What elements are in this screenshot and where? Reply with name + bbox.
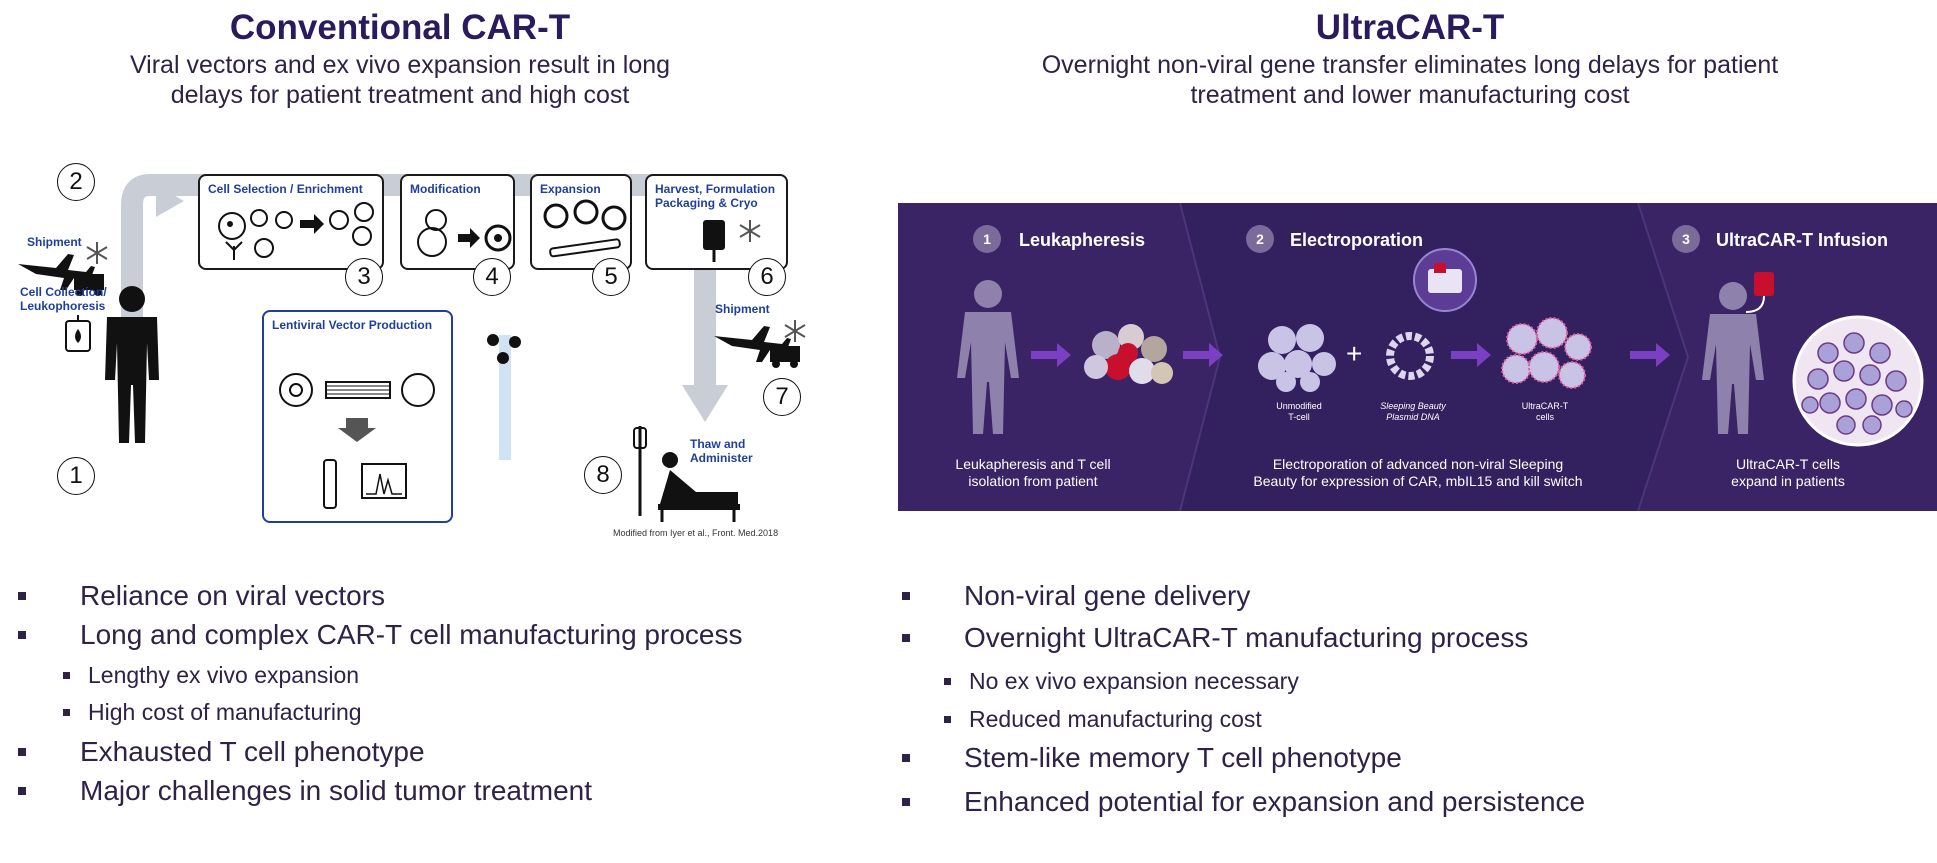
blood-bag-icon: [65, 315, 91, 352]
plus-sign: +: [1346, 338, 1363, 369]
arrow-icon-1: [1031, 343, 1071, 367]
bag-snowflake-icons: [703, 220, 761, 262]
bullet-marker: [63, 709, 70, 716]
arrow-icon-2: [1183, 343, 1223, 367]
ultracar-subtitle-line1: Overnight non-viral gene transfer elimin…: [1041, 51, 1779, 79]
ultracar-cells-icon: [1501, 317, 1592, 389]
cell-collection-label: Cell Collection/ Leukophoresis: [20, 285, 107, 313]
cell-selection-label: Cell Selection / Enrichment: [208, 182, 363, 196]
lentiviral-icons: [279, 373, 435, 509]
snowflake-icon-2: [784, 320, 806, 342]
lentiviral-box: Lentiviral Vector Production: [262, 310, 453, 523]
banner-step-number-1: 1: [973, 225, 1001, 253]
modification-icons: [417, 209, 512, 257]
bullet-marker: [63, 672, 70, 679]
step-number-8: 8: [584, 456, 622, 494]
snowflake-icon: [86, 242, 108, 264]
patient-silhouette-icon: [957, 280, 1019, 434]
bullet-marker: [18, 592, 26, 600]
expanded-cells-magnifier-icon: [1792, 315, 1924, 447]
arrow-icon-4: [1630, 343, 1670, 367]
cell-selection-box: Cell Selection / Enrichment: [198, 174, 384, 270]
shipment-label-2: Shipment: [715, 302, 770, 316]
expansion-label: Expansion: [540, 182, 601, 196]
step-number-2: 2: [57, 163, 95, 201]
plane-truck-icon: [18, 254, 104, 296]
bullet-marker: [944, 678, 951, 685]
banner-step-title-1: Leukapheresis: [1019, 230, 1146, 250]
step-number-4: 4: [473, 258, 511, 296]
bullet-marker: [18, 631, 26, 639]
blood-cells-cluster-icon: [1084, 324, 1173, 384]
step-number-1: 1: [57, 457, 95, 495]
shipment-label-1: Shipment: [27, 235, 82, 249]
banner-step-caption-1: Leukapheresis and T cell isolation from …: [955, 456, 1111, 489]
plasmid-dna-icon: [1386, 332, 1434, 380]
plasmid-dna-label: Sleeping Beauty Plasmid DNA: [1380, 401, 1446, 422]
electroporator-icon: [1413, 248, 1477, 312]
step-number-7: 7: [763, 378, 801, 416]
step-number-3: 3: [345, 258, 383, 296]
bullet-marker: [902, 798, 910, 806]
unmodified-tcells-icon: [1258, 324, 1336, 392]
thaw-administer-label: Thaw and Administer: [690, 437, 753, 465]
bullet-marker: [902, 592, 910, 600]
bullet-marker: [944, 716, 951, 723]
banner-step-number-2: 2: [1246, 225, 1274, 253]
bullet-marker: [18, 787, 26, 795]
arrow-icon-3: [1451, 343, 1491, 367]
ultracar-bullets: Non-viral gene delivery Overnight UltraC…: [902, 580, 1922, 830]
ultracar-title: UltraCAR-T: [1315, 8, 1505, 47]
harvest-box: Harvest, Formulation Packaging & Cryo: [645, 174, 788, 270]
expansion-box: Expansion: [530, 174, 632, 270]
banner-step-caption-3: UltraCAR-T cells expand in patients: [1731, 456, 1845, 489]
ultracar-cells-label: UltraCAR-T cells: [1521, 401, 1569, 422]
conventional-bullets: Reliance on viral vectors Long and compl…: [18, 580, 878, 820]
harvest-label: Harvest, Formulation Packaging & Cryo: [655, 182, 776, 210]
source-credit: Modified from Iyer et al., Front. Med.20…: [613, 528, 779, 538]
modification-label: Modification: [410, 182, 481, 196]
step-number-6: 6: [748, 258, 786, 296]
banner-step-title-2: Electroporation: [1290, 230, 1424, 250]
bullet-marker: [902, 634, 910, 642]
conventional-subtitle-line2: delays for patient treatment and high co…: [170, 81, 630, 109]
virus-particles-icon: [487, 334, 521, 364]
modification-box: Modification: [400, 174, 515, 270]
conventional-subtitle-line1: Viral vectors and ex vivo expansion resu…: [129, 51, 671, 79]
patient-icon: [105, 286, 159, 443]
conventional-title: Conventional CAR-T: [229, 8, 571, 47]
bullet-marker: [18, 748, 26, 756]
bullet-marker: [902, 754, 910, 762]
ultracar-subtitle-line2: treatment and lower manufacturing cost: [1190, 81, 1630, 109]
conventional-process-diagram: Shipment Cell Collection/ Leukophoresis …: [0, 160, 830, 550]
banner-step-caption-2: Electroporation of advanced non-viral Sl…: [1253, 456, 1583, 489]
step-number-5: 5: [592, 258, 630, 296]
lentiviral-label: Lentiviral Vector Production: [272, 318, 433, 332]
patient-bed-icon: [633, 426, 740, 522]
patient-infusion-icon: [1702, 272, 1774, 434]
expansion-icons: [543, 199, 627, 258]
banner-step-title-3: UltraCAR-T Infusion: [1716, 230, 1888, 250]
banner-step-number-3: 3: [1672, 225, 1700, 253]
ultracar-process-banner: 1 Leukapheresis Leukapheresis and T cell…: [898, 203, 1937, 511]
unmodified-tcell-label: Unmodified T-cell: [1276, 401, 1322, 422]
plane-truck-icon-2: [714, 326, 800, 368]
cell-selection-icons: [218, 202, 374, 260]
